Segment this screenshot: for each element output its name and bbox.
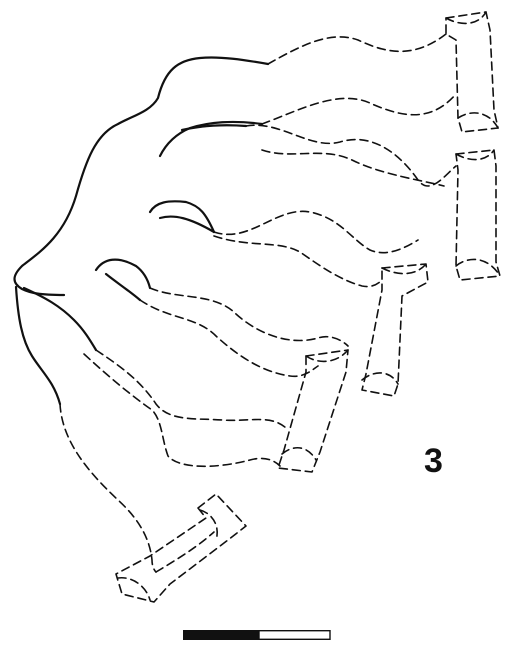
pot-6-foot-bottom: [117, 576, 151, 601]
pot-4-upper-line: [149, 287, 349, 347]
scale-bar: [183, 630, 331, 641]
pot-3-foot-top: [381, 263, 427, 275]
pot-6-lower-line: [155, 531, 215, 573]
pot-1-upper-line: [267, 33, 447, 65]
pot-6: [59, 403, 247, 603]
pot-3-foot-bottom: [361, 372, 399, 385]
pot-4-foot-bottom: [281, 447, 317, 461]
figure-number: 3: [424, 442, 443, 480]
pot-4-foot: [277, 349, 349, 473]
pot-2-foot: [455, 149, 501, 281]
pot-1-lower-line: [261, 93, 457, 125]
pot-3-foot: [361, 263, 429, 397]
main-outline: [13, 56, 270, 406]
pot-6-foot-top: [199, 509, 218, 541]
outer-profile: [13, 56, 270, 297]
rim-mid-inner: [158, 215, 216, 234]
pot-2: [245, 124, 501, 281]
pot-3-upper-line: [213, 210, 419, 254]
pot-6-upper-line: [59, 403, 157, 573]
pot-5-upper-line: [95, 349, 287, 429]
rim-upper: [158, 120, 264, 158]
inner-profile: [22, 286, 98, 352]
pot-1-foot: [445, 11, 499, 133]
rim-mid: [148, 200, 216, 234]
pot-5-lower-line: [83, 353, 281, 468]
pot-3: [213, 210, 429, 397]
pot-2-foot-top: [455, 149, 495, 161]
pot-1-foot-bottom: [457, 112, 499, 129]
pot-1-foot-top: [445, 11, 487, 25]
rim-lower-inner: [104, 272, 142, 302]
pot-2-lower-line: [261, 149, 445, 187]
scale-bar-light-segment: [258, 630, 331, 641]
pot-2-foot-bottom: [455, 258, 501, 277]
rim-lower: [94, 258, 152, 290]
rim-upper-2: [180, 124, 248, 132]
pot-3-lower-line: [213, 235, 383, 288]
pot-5: [83, 349, 287, 468]
lower-profile: [14, 285, 62, 406]
pot-4-lower-line: [139, 299, 319, 378]
scale-bar-dark-segment: [183, 630, 259, 640]
pot-4-foot-top: [305, 349, 349, 363]
pot-2-upper-line: [245, 124, 457, 187]
pot-4: [139, 287, 349, 473]
pot-6-foot: [115, 493, 247, 603]
pot-1: [261, 11, 499, 133]
